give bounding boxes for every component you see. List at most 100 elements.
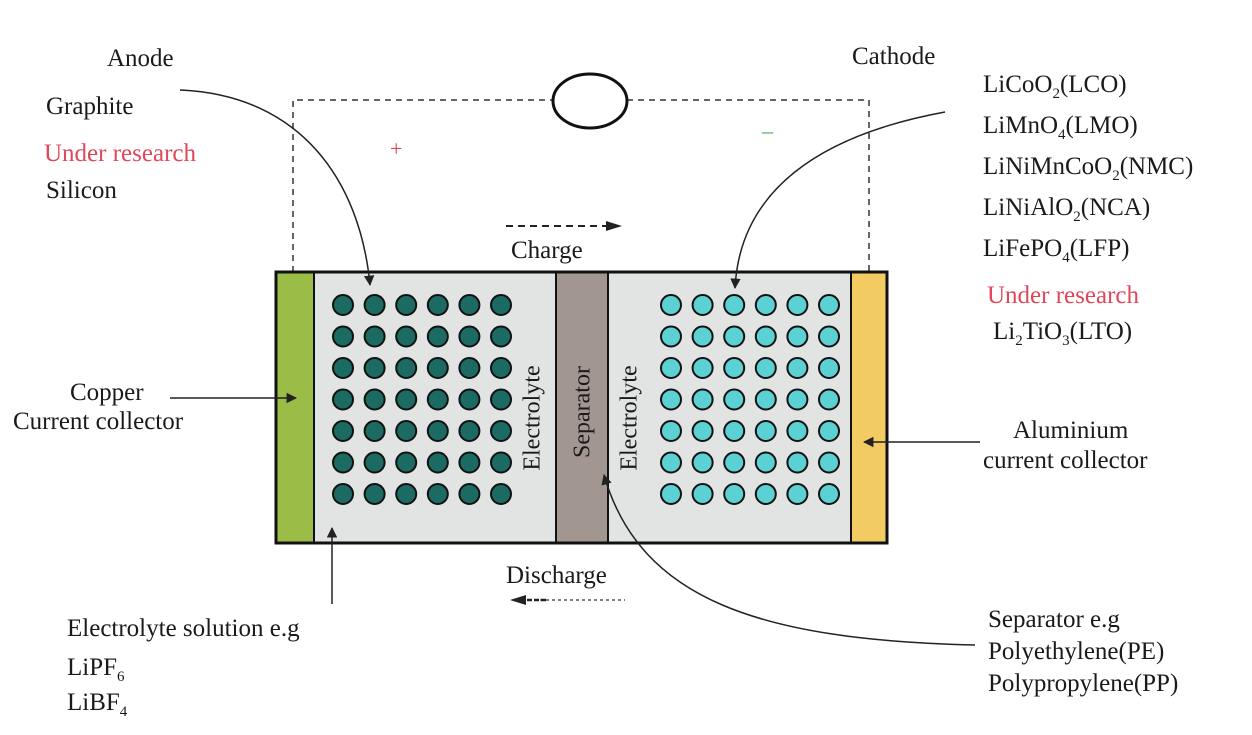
cathode-particle <box>691 357 714 379</box>
cathode-particle <box>754 294 777 316</box>
plus-sign: + <box>390 136 403 161</box>
cathode-particle <box>723 357 746 379</box>
anode-particle <box>490 357 512 379</box>
cathode-particle <box>723 420 746 442</box>
cathode-particle <box>691 420 714 442</box>
cathode-material: LiNiAlO2(NCA) <box>983 194 1151 225</box>
cathode-particle <box>786 451 809 474</box>
anode-material-graphite: Graphite <box>46 93 134 120</box>
anode-particle <box>490 420 512 442</box>
anode-particle <box>363 357 386 379</box>
anode-particle <box>363 325 386 348</box>
cathode-particle <box>754 420 777 442</box>
anode-particle <box>332 325 354 348</box>
cathode-particle <box>691 388 714 411</box>
charge-label: Charge <box>511 237 583 264</box>
anode-title: Anode <box>107 45 174 72</box>
anode-particle <box>426 420 449 442</box>
aluminium-current-collector <box>851 272 887 543</box>
anode-particle <box>458 294 481 316</box>
cathode-material: LiMnO4(LMO) <box>983 112 1138 143</box>
anode-particle <box>490 325 512 348</box>
anode-particle <box>332 357 354 379</box>
anode-particle <box>363 294 386 316</box>
cell-outline <box>274 270 889 545</box>
cathode-particle <box>818 420 840 442</box>
charge-arrow <box>506 221 622 231</box>
cathode-particle <box>660 451 682 474</box>
electrolyte-example: LiBF4 <box>67 689 128 720</box>
cathode-particle <box>691 325 714 348</box>
cathode-particles <box>660 294 840 505</box>
anode-particle <box>395 451 418 474</box>
cathode-particle <box>660 357 682 379</box>
anode-particle <box>426 357 449 379</box>
cathode-particle <box>660 483 682 505</box>
cathode-material: LiFePO4(LFP) <box>983 235 1130 266</box>
electrolyte-right-label: Electrolyte <box>616 365 643 471</box>
anode-particle <box>490 294 512 316</box>
anode-particle <box>458 420 481 442</box>
anode-particle <box>332 388 354 411</box>
cathode-material: LiNiMnCoO2(NMC) <box>983 153 1194 184</box>
separator-leader-arrow <box>601 473 976 646</box>
cathode-particle <box>754 388 777 411</box>
separator-examples-title: Separator e.g <box>988 606 1120 633</box>
cathode-particle <box>723 294 746 316</box>
anode-particle <box>395 420 418 442</box>
anode-particle <box>490 388 512 411</box>
cathode-particle <box>723 483 746 505</box>
cathode-particle <box>660 294 682 316</box>
cathode-particle <box>786 294 809 316</box>
cathode-particle <box>818 325 840 348</box>
anode-particle <box>458 357 481 379</box>
cathode-particle <box>660 325 682 348</box>
electrolyte-example: LiPF6 <box>67 654 125 685</box>
cathode-particle <box>723 388 746 411</box>
cathode-particle <box>754 483 777 505</box>
cathode-particle <box>691 294 714 316</box>
cathode-title: Cathode <box>852 43 936 70</box>
aluminium-label: Aluminium <box>1013 417 1129 444</box>
minus-sign: – <box>762 118 773 143</box>
anode-particle <box>395 388 418 411</box>
aluminium-collector-label: current collector <box>983 447 1148 474</box>
load-circle <box>551 72 629 130</box>
cathode-particle <box>818 357 840 379</box>
cathode-particle <box>786 483 809 505</box>
cathode-particle <box>786 325 809 348</box>
cathode-particle <box>818 451 840 474</box>
anode-particle <box>458 388 481 411</box>
cathode-particle <box>754 451 777 474</box>
cathode-particle <box>818 294 840 316</box>
anode-particle <box>363 388 386 411</box>
anode-particle <box>332 420 354 442</box>
anode-particle <box>363 420 386 442</box>
anode-particle <box>395 325 418 348</box>
cathode-particle <box>691 451 714 474</box>
anode-particle <box>426 325 449 348</box>
separator-region <box>556 272 608 543</box>
anode-particle <box>458 483 481 505</box>
anode-particle <box>395 483 418 505</box>
electrolyte-left-label: Electrolyte <box>519 365 546 471</box>
anode-particles <box>332 294 512 505</box>
cathode-research-label: Under research <box>987 282 1139 309</box>
anode-particle <box>332 451 354 474</box>
anode-research-silicon: Silicon <box>46 177 117 204</box>
cathode-particle <box>723 451 746 474</box>
anode-particle <box>395 357 418 379</box>
cathode-particle <box>786 420 809 442</box>
cathode-particle <box>660 388 682 411</box>
anode-particle <box>395 294 418 316</box>
cathode-particle <box>786 357 809 379</box>
anode-particle <box>426 294 449 316</box>
cathode-leader-arrow <box>730 111 946 290</box>
anode-particle <box>426 483 449 505</box>
anode-particle <box>426 388 449 411</box>
anode-particle <box>332 483 354 505</box>
anode-particle <box>332 294 354 316</box>
cathode-particle <box>660 420 682 442</box>
anode-particle <box>363 451 386 474</box>
anode-particle <box>490 451 512 474</box>
